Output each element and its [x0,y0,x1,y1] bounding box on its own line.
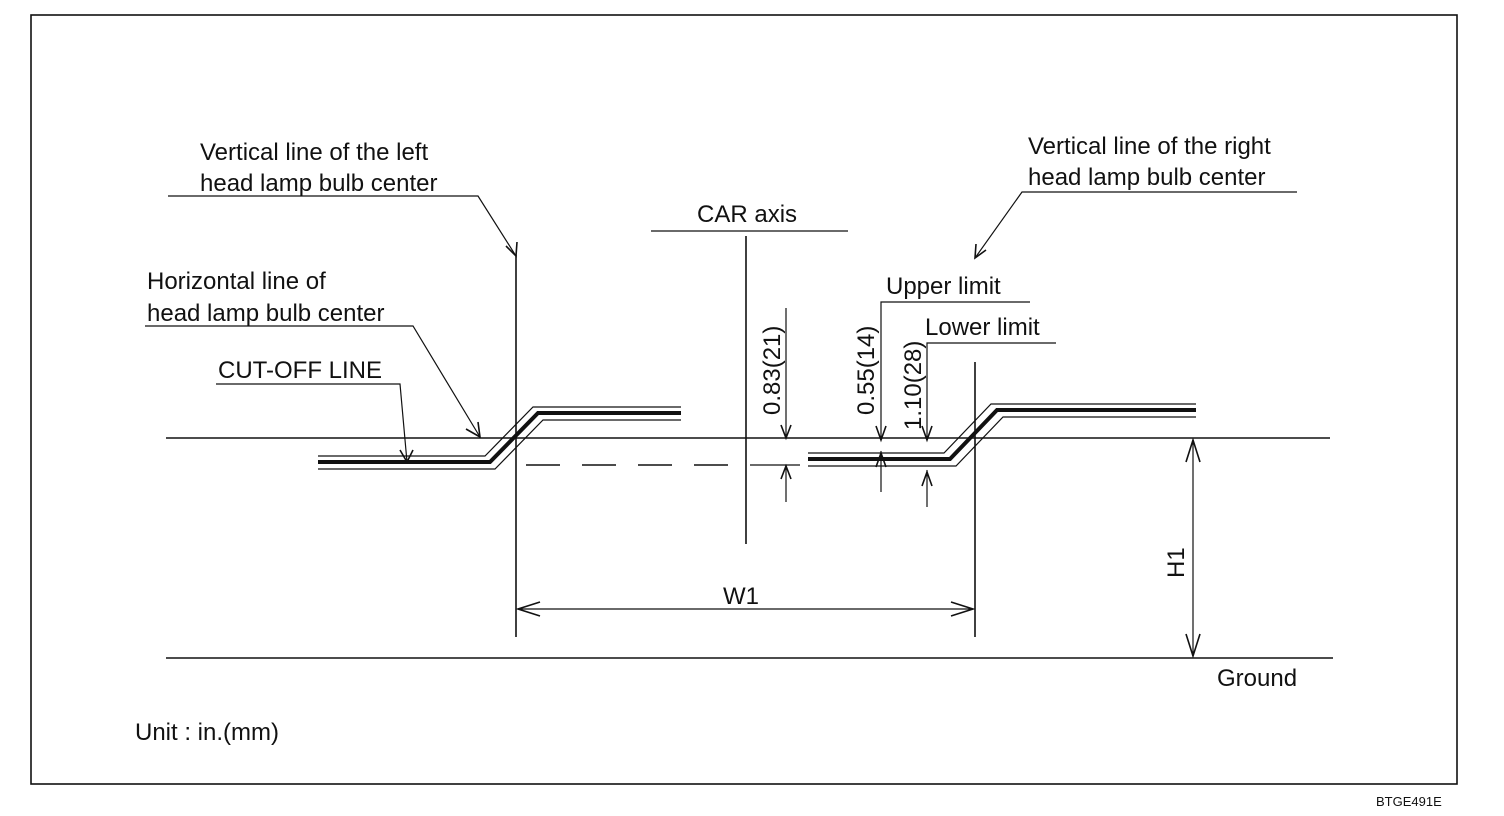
left-vertical-leader [168,195,518,258]
cut-off-leader [216,383,414,464]
upper-limit-arrow-top [875,425,887,443]
left-vertical-label-line2: head lamp bulb center [200,170,438,197]
cut-off-line-label: CUT-OFF LINE [218,357,382,384]
horizontal-leader [145,325,482,439]
dim-center-value: 0.83(21) [759,326,786,415]
unit-label: Unit : in.(mm) [135,719,279,746]
upper-limit-leader [880,301,1030,440]
figure-code: BTGE491E [1376,794,1442,809]
h1-label: H1 [1163,547,1190,578]
horizontal-label-line1: Horizontal line of [147,268,326,295]
left-cut-off-line [318,406,681,470]
lower-limit-arrow-top [921,425,933,443]
upper-limit-arrow-bottom [875,450,887,468]
dim-lower-value: 1.10(28) [900,341,927,430]
left-vertical-label-line1: Vertical line of the left [200,139,428,166]
w1-arrow-right [950,601,976,617]
center-dim-arrow-top [780,424,792,441]
lower-limit-label: Lower limit [925,314,1040,341]
horizontal-label-line2: head lamp bulb center [147,300,385,327]
w1-label: W1 [723,583,759,610]
w1-arrow-left [515,601,541,617]
right-vertical-label-line1: Vertical line of the right [1028,133,1271,160]
lower-limit-leader [926,342,1056,440]
h1-arrow-top [1185,437,1201,463]
center-dim-arrow-bottom [780,463,792,480]
diagram-frame [30,14,1458,785]
right-vertical-label-line2: head lamp bulb center [1028,164,1266,191]
right-vertical-leader [974,191,1297,260]
ground-label: Ground [1217,665,1297,692]
upper-limit-label: Upper limit [886,273,1001,300]
car-axis-label: CAR axis [697,201,797,228]
dim-upper-value: 0.55(14) [853,326,880,415]
h1-arrow-bottom [1185,633,1201,659]
lower-limit-arrow-bottom [921,469,933,487]
